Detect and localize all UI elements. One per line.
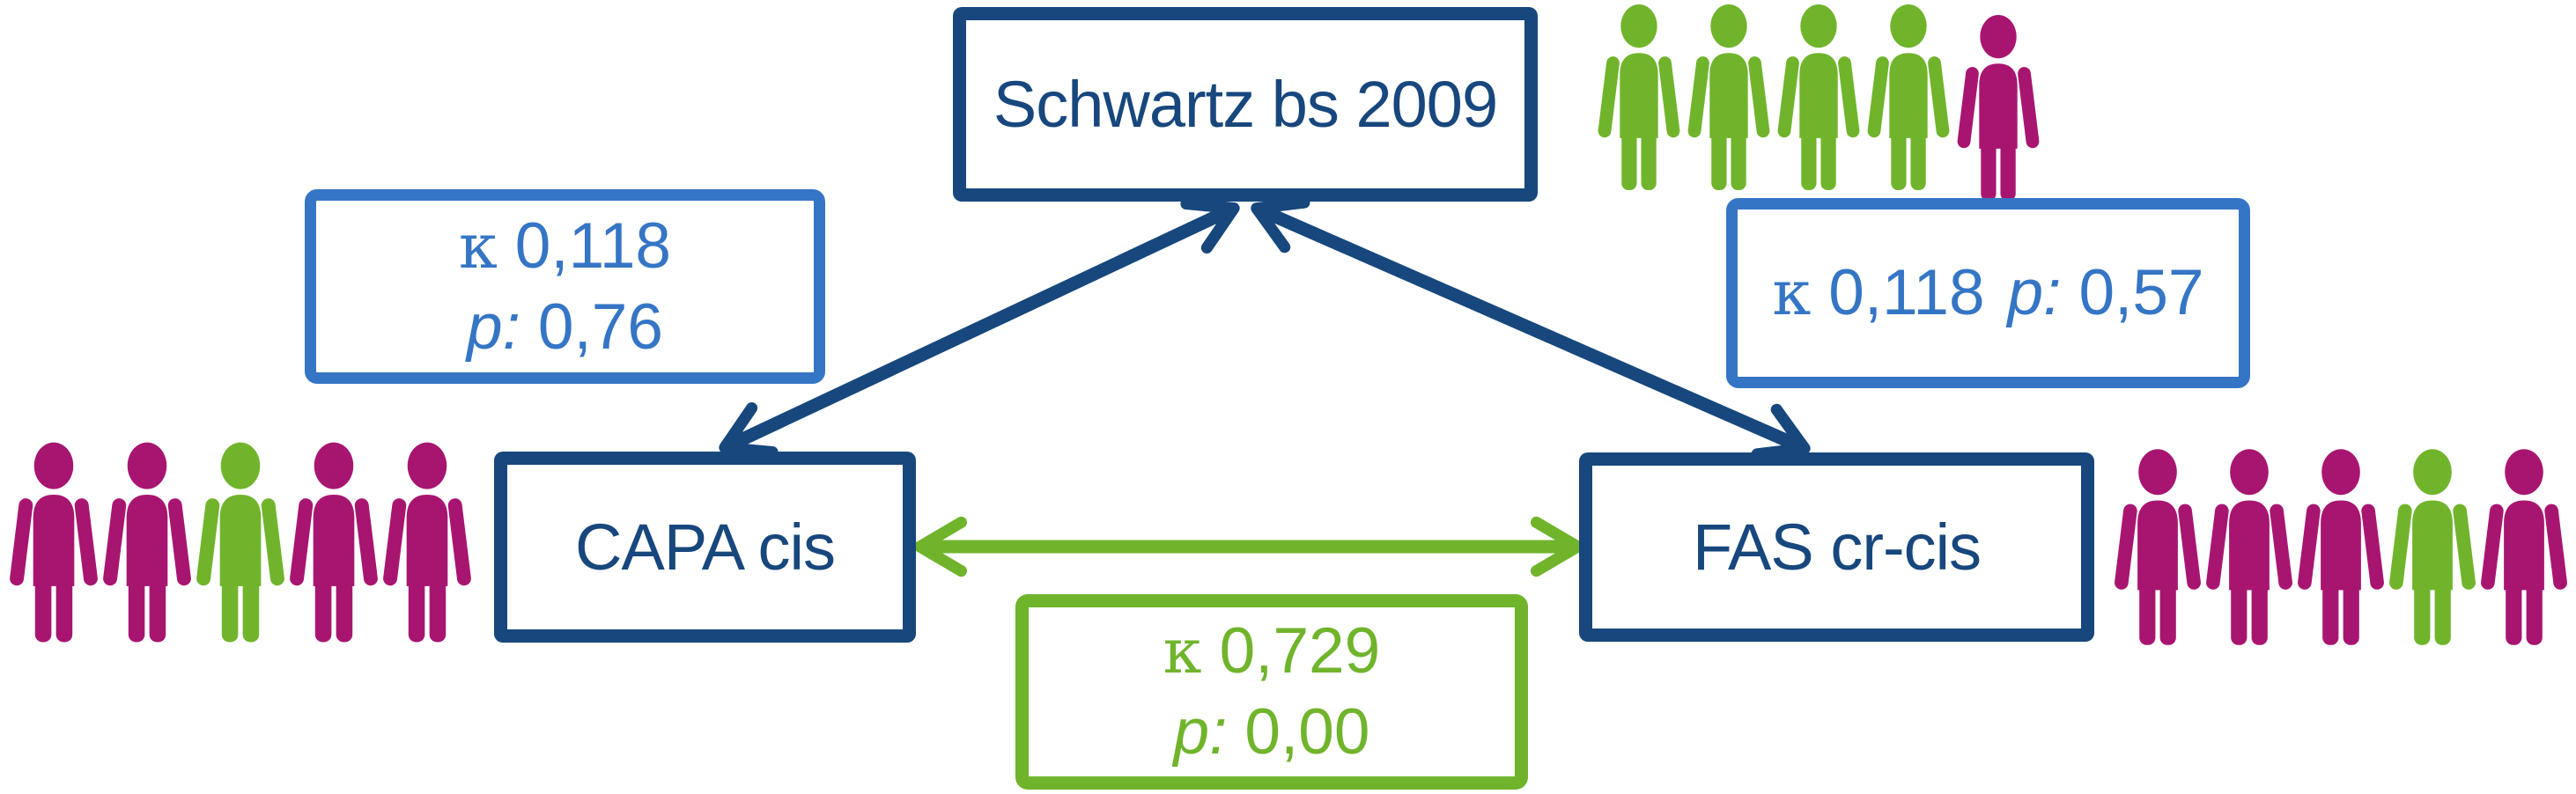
- node-schwartz-label: Schwartz bs 2009: [993, 68, 1498, 141]
- person-icon: [2298, 449, 2384, 645]
- p-line: p: 0,00: [1174, 692, 1370, 773]
- person-icon: [10, 442, 98, 643]
- person-icon: [196, 442, 284, 643]
- people-group-top-right: [1594, 4, 2043, 201]
- kappa-p-line: κ 0,118 p: 0,57: [1772, 253, 2203, 334]
- node-schwartz-bs-2009: Schwartz bs 2009: [953, 7, 1538, 202]
- person-icon: [290, 442, 378, 643]
- arrow-schwartz-fas: [1251, 196, 1811, 460]
- node-fas-label: FAS cr-cis: [1692, 511, 1982, 584]
- p-label: p:: [1173, 696, 1228, 768]
- person-icon: [1598, 4, 1680, 190]
- person-icon: [103, 442, 191, 643]
- edge-label-capa-schwartz: κ 0,118 p: 0,76: [305, 189, 825, 384]
- node-fas-cr-cis: FAS cr-cis: [1579, 452, 2094, 642]
- p-label: p:: [2007, 257, 2062, 328]
- kappa-symbol: κ: [458, 210, 498, 283]
- person-icon: [2389, 449, 2476, 645]
- p-value: 0,00: [1244, 696, 1370, 768]
- kappa-value: 0,729: [1219, 615, 1381, 687]
- p-label: p:: [467, 290, 520, 363]
- node-capa-cis: CAPA cis: [494, 452, 916, 643]
- kappa-symbol: κ: [1772, 257, 1812, 329]
- kappa-line: κ 0,118: [459, 206, 671, 287]
- p-value: 0,76: [537, 290, 663, 363]
- p-value: 0,57: [2078, 257, 2204, 328]
- person-icon: [1957, 14, 2040, 201]
- person-icon: [1867, 4, 1950, 190]
- kappa-value: 0,118: [514, 210, 672, 282]
- person-icon: [2115, 449, 2201, 645]
- person-icon: [383, 442, 471, 643]
- edge-label-capa-fas: κ 0,729 p: 0,00: [1015, 594, 1528, 790]
- kappa-value: 0,118: [1828, 257, 1985, 328]
- kappa-line: κ 0,729: [1163, 611, 1381, 692]
- person-icon: [2206, 449, 2292, 645]
- person-icon: [1777, 4, 1860, 190]
- people-group-right: [2112, 443, 2570, 651]
- arrow-capa-schwartz: [719, 197, 1240, 459]
- node-capa-label: CAPA cis: [575, 511, 836, 584]
- edge-label-fas-schwartz: κ 0,118 p: 0,57: [1726, 198, 2250, 388]
- person-icon: [2481, 449, 2567, 645]
- person-icon: [1687, 4, 1770, 190]
- p-line: p: 0,76: [467, 287, 663, 368]
- kappa-symbol: κ: [1163, 615, 1202, 687]
- people-group-left: [7, 439, 474, 644]
